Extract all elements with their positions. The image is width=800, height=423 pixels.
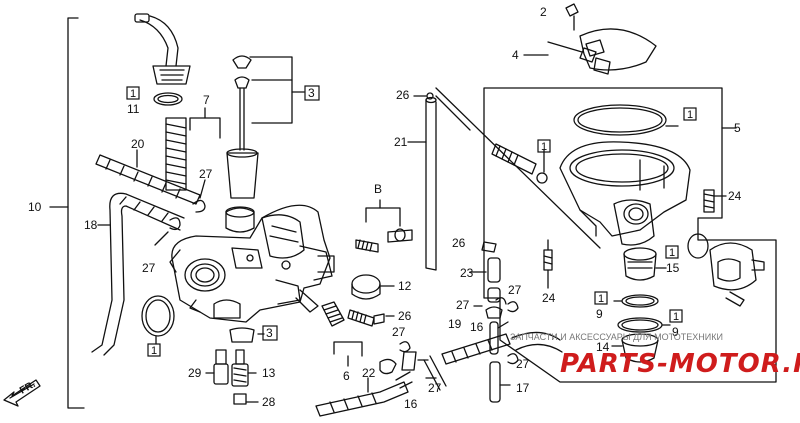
label-22: 22 bbox=[362, 366, 376, 380]
bracket-3-top bbox=[249, 56, 293, 124]
screw-8 bbox=[355, 228, 413, 253]
watermark-brand: PARTS-MOTOR.RU bbox=[560, 349, 800, 379]
spring-part bbox=[165, 117, 187, 191]
label-27: 27 bbox=[199, 167, 213, 181]
label-27: 27 bbox=[508, 283, 522, 297]
label-27: 27 bbox=[516, 357, 530, 371]
label-9: 9 bbox=[596, 307, 603, 321]
hose-18 bbox=[91, 192, 185, 353]
label-26: 26 bbox=[398, 309, 412, 323]
label-15: 15 bbox=[666, 261, 680, 275]
oring-large bbox=[573, 104, 667, 136]
label-1: 1 bbox=[669, 247, 675, 259]
hose-22 bbox=[315, 351, 447, 417]
screw-24-right bbox=[703, 189, 727, 213]
label-11: 11 bbox=[127, 102, 140, 116]
clips-27-mid bbox=[399, 297, 519, 365]
clip-27 bbox=[169, 217, 181, 231]
hose-set-middle bbox=[469, 241, 511, 403]
watermark-caption: ЗАПЧАСТИ И АКСЕССУАРЫ ДЛЯ МОТОТЕХНИКИ bbox=[510, 332, 723, 342]
label-27: 27 bbox=[392, 325, 406, 339]
label-8: B bbox=[374, 182, 382, 196]
leader-cross bbox=[435, 87, 601, 249]
fr-arrow bbox=[3, 379, 41, 407]
callout-labels: 1 11 3 7 20 27 10 18 27 1 3 29 13 28 B 1… bbox=[28, 5, 742, 411]
label-26: 26 bbox=[452, 236, 466, 250]
label-27: 27 bbox=[456, 298, 470, 312]
jet-needle-part bbox=[226, 55, 259, 199]
label-16: 16 bbox=[470, 320, 484, 334]
label-1: 1 bbox=[687, 109, 693, 121]
label-7: 7 bbox=[203, 93, 210, 107]
top-cover-part bbox=[523, 3, 657, 75]
label-3: 3 bbox=[308, 86, 315, 100]
hose-19 bbox=[441, 331, 563, 365]
label-4: 4 bbox=[512, 48, 519, 62]
drain-cup-14 bbox=[611, 333, 659, 363]
label-5: 5 bbox=[734, 121, 741, 135]
label-14: 14 bbox=[596, 340, 610, 354]
float-stopper-3 bbox=[229, 327, 265, 343]
spring-6 bbox=[321, 301, 363, 367]
screw-26-mid bbox=[347, 309, 395, 327]
cap-12 bbox=[351, 274, 395, 300]
label-24: 24 bbox=[728, 189, 742, 203]
float-valve-15 bbox=[623, 247, 667, 281]
label-27: 27 bbox=[428, 381, 442, 395]
label-6: 6 bbox=[343, 369, 350, 383]
label-27: 27 bbox=[142, 261, 156, 275]
label-28: 28 bbox=[262, 395, 276, 409]
label-1: 1 bbox=[598, 293, 604, 305]
jet-parts bbox=[205, 349, 259, 405]
bracket-10 bbox=[67, 17, 85, 409]
gasket-left bbox=[141, 295, 175, 337]
bracket-8 bbox=[365, 207, 401, 227]
pilot-screw bbox=[491, 143, 548, 184]
float-chamber bbox=[559, 141, 691, 246]
label-21: 21 bbox=[394, 135, 408, 149]
tube-21 bbox=[407, 92, 437, 271]
label-13: 13 bbox=[262, 366, 276, 380]
label-20: 20 bbox=[131, 137, 145, 151]
label-18: 18 bbox=[84, 218, 98, 232]
label-17: 17 bbox=[516, 381, 530, 395]
label-1: 1 bbox=[541, 141, 547, 153]
boxed-labels bbox=[126, 85, 697, 357]
float-part bbox=[687, 233, 765, 307]
label-19: 19 bbox=[448, 317, 462, 331]
label-10: 10 bbox=[28, 200, 42, 214]
label-9: 9 bbox=[672, 325, 679, 339]
screw-24-mid bbox=[543, 239, 553, 289]
cap-elbow-part bbox=[134, 13, 191, 85]
label-1: 1 bbox=[151, 345, 157, 357]
label-3: 3 bbox=[266, 326, 273, 340]
label-12: 12 bbox=[398, 279, 412, 293]
oring-11 bbox=[153, 92, 183, 106]
label-2: 2 bbox=[540, 5, 547, 19]
label-16: 16 bbox=[404, 397, 418, 411]
label-26: 26 bbox=[396, 88, 410, 102]
bracket-7 bbox=[189, 117, 221, 139]
label-23: 23 bbox=[460, 266, 474, 280]
carburetor-body bbox=[169, 204, 335, 323]
tube-20 bbox=[95, 154, 201, 205]
label-1: 1 bbox=[673, 311, 679, 323]
label-24: 24 bbox=[542, 291, 556, 305]
watermark: ЗАПЧАСТИ И АКСЕССУАРЫ ДЛЯ МОТОТЕХНИКИ PA… bbox=[510, 332, 800, 379]
label-29: 29 bbox=[188, 366, 202, 380]
label-1: 1 bbox=[130, 88, 136, 100]
